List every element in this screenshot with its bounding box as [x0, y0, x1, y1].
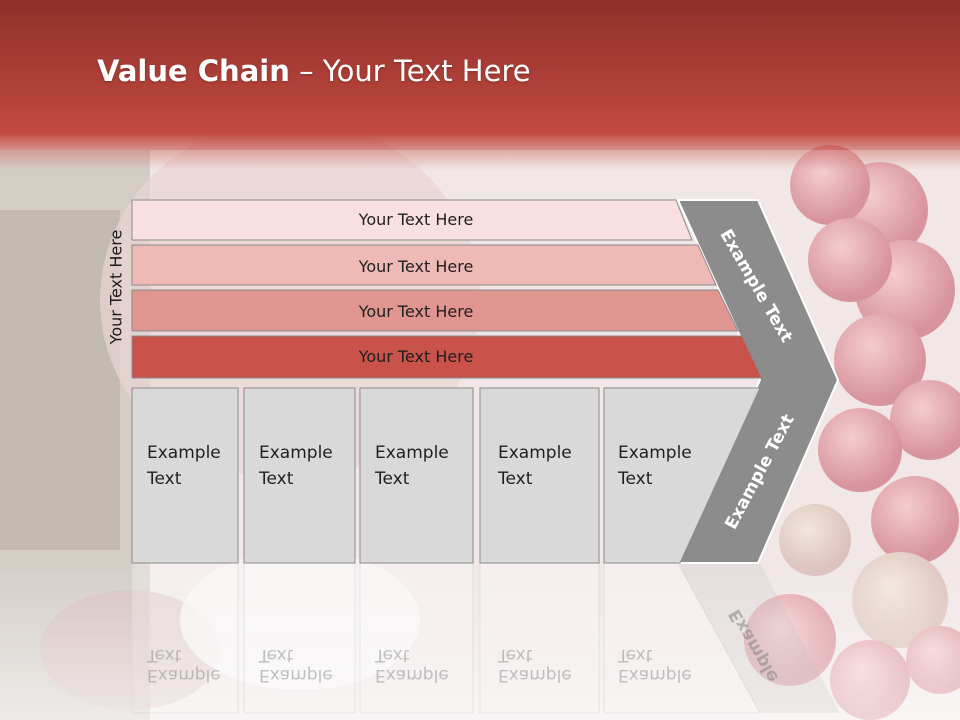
box-3-line2: Text [374, 469, 410, 489]
slide-title-rest: – Your Text Here [289, 54, 531, 88]
box-4-line1: Example [498, 443, 572, 463]
bar-2-label: Your Text Here [358, 257, 474, 276]
box-3-line1: Example [375, 443, 449, 463]
box-5-line1: Example [618, 443, 692, 463]
box-5 [603, 387, 761, 564]
box-1-line2: Text [146, 469, 182, 489]
box-4 [479, 387, 600, 564]
box-3 [359, 387, 474, 564]
bar-4-label: Your Text Here [358, 347, 474, 366]
svg-text:Text: Text [374, 645, 410, 665]
svg-text:Text: Text [146, 645, 182, 665]
slide-title: Value Chain – Your Text Here [97, 54, 531, 88]
svg-text:Example: Example [498, 665, 572, 685]
bar-3-label: Your Text Here [358, 302, 474, 321]
svg-text:Text: Text [258, 645, 294, 665]
svg-text:Text: Text [617, 645, 653, 665]
bar-1 [131, 199, 693, 241]
box-5-line2: Text [617, 469, 653, 489]
svg-text:Example: Example [147, 665, 221, 685]
bar-4 [131, 335, 763, 379]
bar-1-label: Your Text Here [358, 210, 474, 229]
box-1-line1: Example [147, 443, 221, 463]
bar-3 [131, 289, 739, 332]
svg-text:Text: Text [497, 645, 533, 665]
svg-text:Example: Example [618, 665, 692, 685]
svg-text:Example: Example [375, 665, 449, 685]
svg-text:Example: Example [259, 665, 333, 685]
box-1 [131, 387, 239, 564]
box-2 [243, 387, 356, 564]
box-4-line2: Text [497, 469, 533, 489]
reflection: Text Example Text Example Text Example T… [131, 562, 840, 714]
slide-title-bold: Value Chain [97, 54, 290, 88]
chevron-arrow [676, 199, 840, 564]
bar-2 [131, 244, 717, 286]
box-2-line1: Example [259, 443, 333, 463]
box-2-line2: Text [258, 469, 294, 489]
